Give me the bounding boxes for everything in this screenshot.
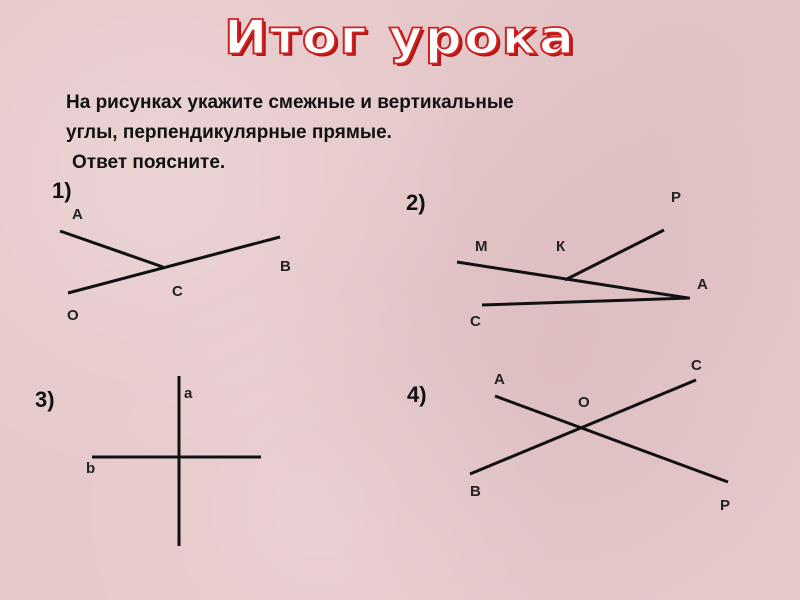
fig1-line-oc-b [67, 235, 281, 295]
fig2-line-ca [481, 296, 691, 307]
figure-3-number: 3) [35, 387, 55, 412]
figure-1-number: 1) [52, 178, 72, 203]
task-line-1: На рисунках укажите смежные и вертикальн… [66, 92, 514, 113]
fig4-label-a: А [494, 371, 505, 388]
fig2-label-p: Р [671, 189, 682, 206]
fig2-label-m: М [475, 238, 488, 255]
fig2-label-c: С [470, 313, 481, 330]
figure-2 [456, 228, 691, 307]
fig2-line-ma [456, 260, 689, 300]
fig1-label-c: С [172, 283, 183, 300]
figure-2-number: 2) [406, 190, 426, 215]
figure-1 [59, 229, 281, 295]
fig4-label-b: В [470, 483, 481, 500]
fig4-line-bc [469, 378, 697, 476]
figure-4 [469, 378, 729, 484]
fig2-label-k: К [556, 238, 566, 255]
task-line-2: углы, перпендикулярные прямые. [66, 122, 392, 143]
fig1-line-ab [59, 229, 164, 269]
fig3-label-a: a [184, 385, 193, 402]
fig2-label-a: А [697, 276, 708, 293]
fig1-label-o: О [67, 307, 79, 324]
fig3-label-b: b [86, 460, 96, 477]
task-line-3: Ответ поясните. [72, 152, 226, 173]
lesson-title: Итог урока [223, 10, 576, 66]
fig1-label-a: А [72, 206, 83, 223]
fig4-label-c: С [691, 357, 702, 374]
fig4-label-o: О [578, 394, 590, 411]
fig4-line-ap [494, 394, 729, 484]
fig4-label-p: Р [720, 497, 731, 514]
task-text: На рисунках укажите смежные и вертикальн… [66, 88, 746, 178]
fig2-line-kp [564, 228, 665, 282]
fig1-label-b: В [280, 258, 291, 275]
figure-4-number: 4) [407, 382, 427, 407]
figure-3 [92, 376, 261, 546]
